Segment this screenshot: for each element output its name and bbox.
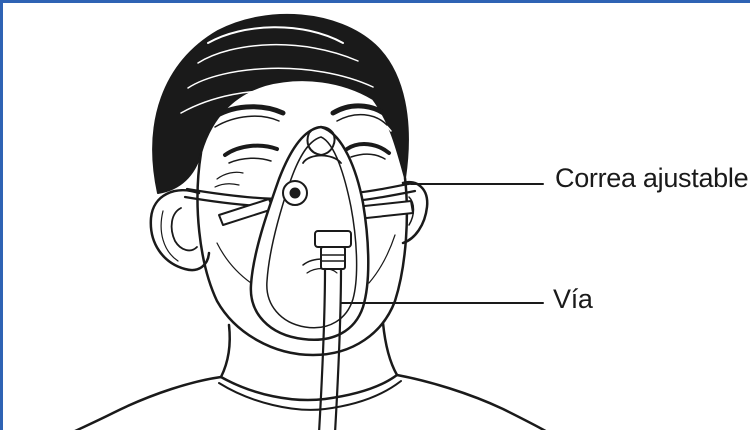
- neck: [221, 325, 230, 377]
- tube-label: Vía: [553, 284, 593, 315]
- right-eye: [347, 144, 389, 153]
- hair: [153, 15, 408, 193]
- oxygen-mask-illustration: [3, 3, 750, 430]
- left-eye: [225, 146, 277, 155]
- strap-label: Correa ajustable: [555, 163, 748, 194]
- shoulders: [71, 377, 221, 430]
